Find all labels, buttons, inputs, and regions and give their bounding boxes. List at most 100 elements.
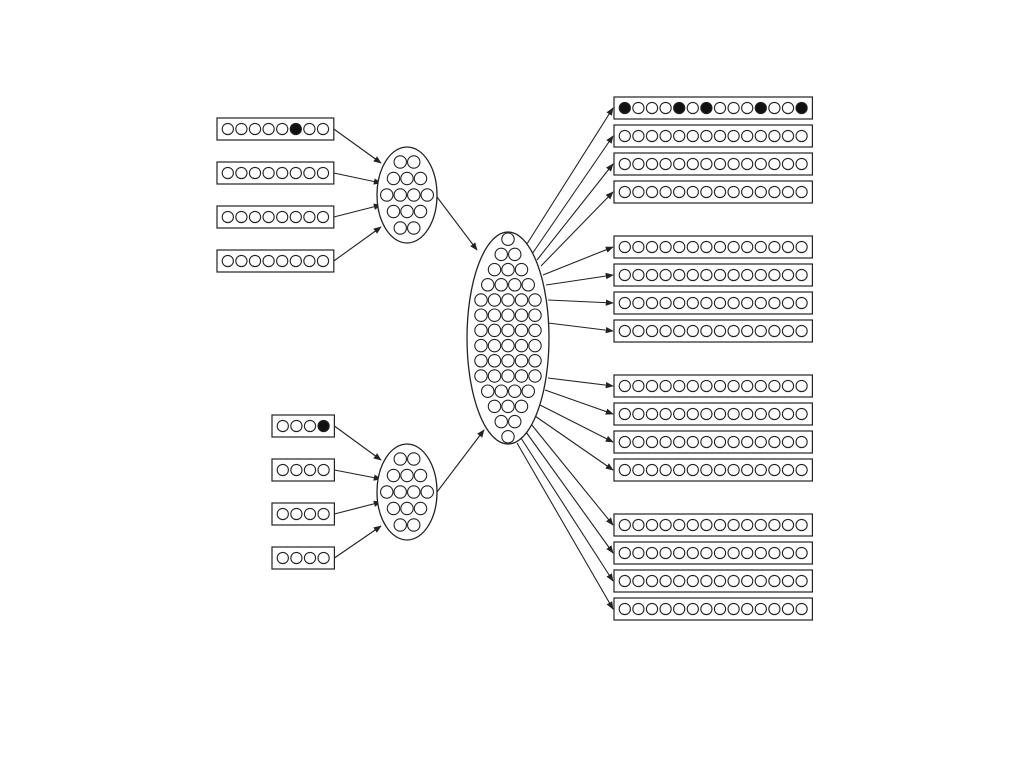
inactive-unit [659, 296, 672, 310]
inactive-unit [618, 324, 631, 338]
central-layer [466, 231, 550, 445]
input-b-vector [271, 502, 336, 526]
inactive-unit [248, 166, 262, 180]
inactive-unit [768, 379, 781, 393]
hidden-unit [507, 247, 522, 262]
inactive-unit [659, 518, 672, 532]
inactive-unit [659, 379, 672, 393]
active-unit [700, 101, 713, 115]
inactive-unit [781, 129, 795, 143]
inactive-unit [700, 574, 713, 588]
inactive-unit [645, 407, 659, 421]
inactive-unit [713, 602, 727, 616]
hidden-layer-b-cluster-outline [376, 443, 438, 541]
arrow-input-a-to-hidden [333, 172, 382, 185]
input-a-vector-box [216, 161, 335, 185]
inactive-unit [659, 602, 672, 616]
inactive-unit [673, 296, 686, 310]
hidden-unit [521, 384, 535, 398]
inactive-unit [686, 157, 699, 171]
inactive-unit [289, 166, 302, 180]
hidden-unit [487, 262, 502, 277]
hidden-unit [528, 293, 542, 307]
inactive-unit [659, 463, 672, 477]
inactive-unit [686, 518, 699, 532]
hidden-unit [474, 338, 488, 353]
inactive-unit [781, 546, 795, 560]
hidden-unit [480, 384, 495, 398]
hidden-unit [406, 155, 421, 169]
inactive-unit [618, 435, 631, 449]
output-vector [613, 513, 813, 537]
inactive-unit [673, 435, 686, 449]
inactive-unit [768, 435, 781, 449]
inactive-unit [262, 166, 275, 180]
inactive-unit [221, 254, 234, 268]
arrow-input-b-to-hidden [334, 469, 382, 481]
input-b-vector-box [271, 458, 336, 482]
inactive-unit [713, 324, 727, 338]
inactive-unit [659, 101, 672, 115]
hidden-unit [393, 485, 407, 499]
inactive-unit [713, 129, 727, 143]
hidden-unit [528, 354, 542, 368]
inactive-unit [632, 296, 645, 310]
arrow-hidden-a-to-central [436, 196, 478, 251]
input-b-vector [271, 546, 336, 570]
inactive-unit [727, 296, 740, 310]
inactive-unit [741, 546, 754, 560]
arrow-central-to-output [540, 191, 614, 267]
hidden-unit [480, 278, 495, 292]
hidden-unit [501, 293, 515, 307]
arrow-input-b-to-hidden [334, 425, 382, 461]
inactive-unit [303, 507, 317, 521]
input-a-vector-box [216, 117, 335, 141]
inactive-unit [645, 129, 659, 143]
output-vector [613, 235, 813, 259]
input-group-a [216, 117, 335, 273]
inactive-unit [713, 379, 727, 393]
inactive-unit [659, 435, 672, 449]
inactive-unit [317, 551, 330, 565]
inactive-unit [317, 507, 330, 521]
inactive-unit [659, 268, 672, 282]
inactive-unit [632, 268, 645, 282]
inactive-unit [645, 379, 659, 393]
inactive-unit [317, 463, 330, 477]
inactive-unit [700, 463, 713, 477]
inactive-unit [741, 296, 754, 310]
inactive-unit [727, 435, 740, 449]
inactive-unit [713, 407, 727, 421]
inactive-unit [645, 101, 659, 115]
inactive-unit [290, 507, 303, 521]
inactive-unit [632, 602, 645, 616]
output-vector [613, 402, 813, 426]
inactive-unit [781, 518, 795, 532]
inactive-unit [632, 379, 645, 393]
hidden-unit [501, 354, 515, 368]
inactive-unit [659, 407, 672, 421]
input-b-vector [271, 458, 336, 482]
arrow-central-to-output [531, 135, 614, 255]
hidden-unit [400, 204, 414, 219]
inactive-unit [713, 435, 727, 449]
inactive-unit [713, 101, 727, 115]
hidden-layer-b-cluster [376, 443, 438, 541]
inactive-unit [276, 122, 289, 136]
inactive-unit [632, 574, 645, 588]
inactive-unit [303, 210, 316, 224]
inactive-unit [618, 296, 631, 310]
inactive-unit [645, 546, 659, 560]
inactive-unit [686, 463, 699, 477]
hidden-unit [528, 323, 542, 338]
inactive-unit [754, 324, 767, 338]
hidden-unit [494, 247, 508, 262]
output-vector [613, 430, 813, 454]
inactive-unit [659, 546, 672, 560]
inactive-unit [741, 129, 754, 143]
inactive-unit [795, 546, 808, 560]
hidden-unit [487, 369, 502, 383]
output-vector [613, 96, 813, 120]
inactive-unit [673, 379, 686, 393]
inactive-unit [727, 602, 740, 616]
